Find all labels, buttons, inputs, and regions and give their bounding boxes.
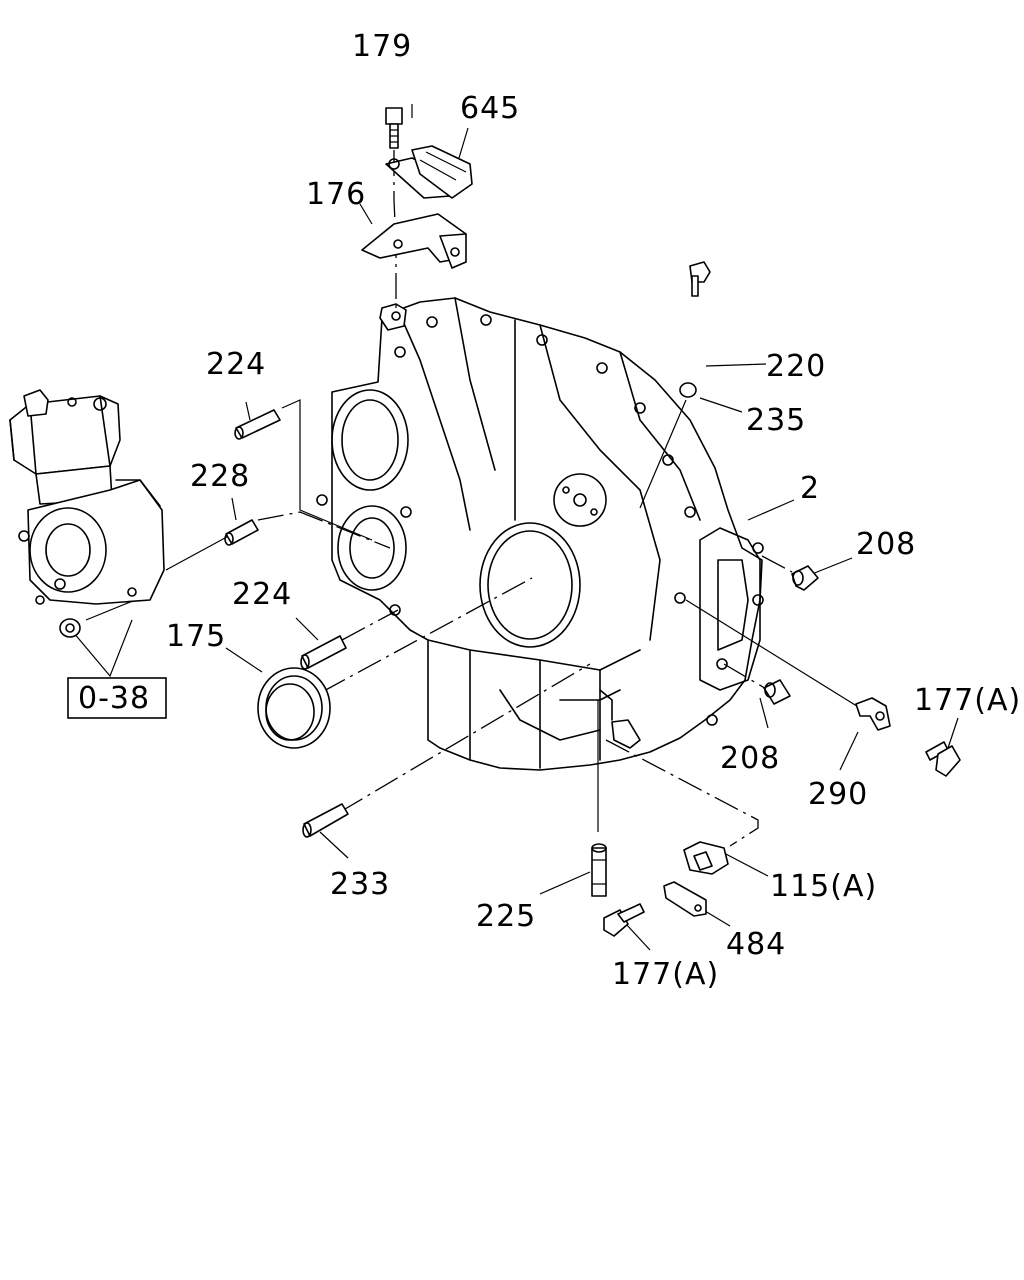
- stud-228: [224, 519, 259, 546]
- label-176: 176: [306, 177, 366, 212]
- bracket-176: [361, 213, 467, 269]
- label-0-38: 0-38: [78, 681, 150, 716]
- label-224-mid: 224: [232, 577, 292, 612]
- bolt-177a-bottom: [603, 903, 645, 937]
- label-177a-right: 177(A): [914, 683, 1021, 718]
- bolt-220: [689, 261, 711, 297]
- bolt-179: [385, 107, 403, 149]
- label-290: 290: [808, 777, 868, 812]
- washer-235: [679, 382, 697, 398]
- stud-224-top: [234, 409, 281, 440]
- stud-233: [302, 803, 349, 838]
- label-225: 225: [476, 899, 536, 934]
- part-labels: 179 645 176 224 220 235 228 2 208 224 17…: [78, 29, 1021, 992]
- oil-seal-175: [257, 667, 331, 749]
- bolt-177a-right: [925, 741, 961, 777]
- label-220: 220: [766, 349, 826, 384]
- air-compressor: [9, 389, 165, 605]
- clip-484: [663, 881, 707, 917]
- plug-208-right: [791, 565, 819, 591]
- label-208-low: 208: [720, 741, 780, 776]
- stud-225: [591, 843, 607, 897]
- label-115a: 115(A): [770, 869, 877, 904]
- label-208-right: 208: [856, 527, 916, 562]
- sensor-290: [855, 697, 891, 731]
- label-233: 233: [330, 867, 390, 902]
- label-177a-bottom: 177(A): [612, 957, 719, 992]
- label-179: 179: [352, 29, 412, 64]
- flywheel-housing: [316, 297, 764, 771]
- label-175: 175: [166, 619, 226, 654]
- label-2: 2: [800, 471, 820, 506]
- label-484: 484: [726, 927, 786, 962]
- reference-box: [67, 677, 167, 719]
- label-645: 645: [460, 91, 520, 126]
- clip-645: [385, 145, 473, 199]
- label-235: 235: [746, 403, 806, 438]
- washer-0-38: [59, 618, 81, 638]
- label-228: 228: [190, 459, 250, 494]
- label-224-top: 224: [206, 347, 266, 382]
- sensor-115a: [683, 841, 729, 875]
- stud-224-mid: [300, 635, 347, 670]
- plug-208-low: [763, 679, 791, 705]
